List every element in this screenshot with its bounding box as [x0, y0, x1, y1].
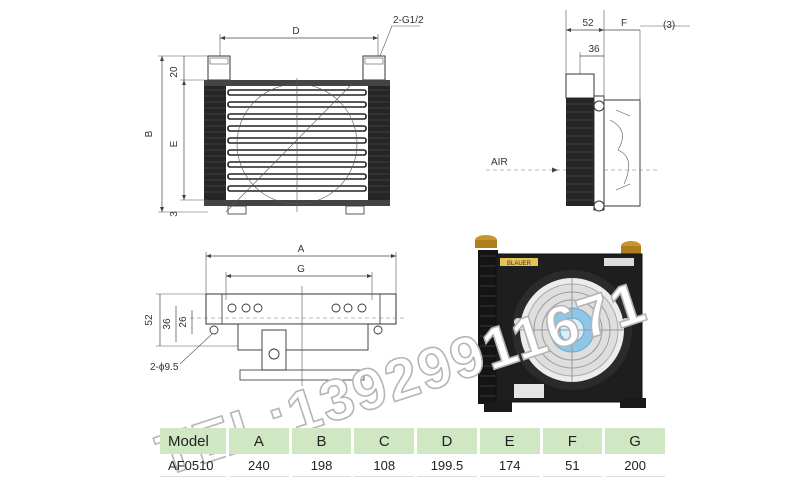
header-d: D — [415, 428, 480, 454]
header-c: C — [352, 428, 418, 454]
dim-3-label: 3 — [169, 211, 180, 217]
cell-g: 200 — [603, 454, 668, 477]
header-a: A — [227, 428, 292, 454]
product-photo: BLAUER — [475, 235, 646, 412]
bottom-view: A G 52 36 26 2-ϕ9.5 — [144, 244, 406, 386]
side-dim-36-label: 36 — [588, 44, 600, 55]
spec-table-header-row: Model A B C D E F G — [160, 428, 668, 454]
cell-d: 199.5 — [415, 454, 480, 477]
dim-d-label: D — [292, 26, 299, 37]
header-f: F — [541, 428, 606, 454]
bottom-dim-a-label: A — [298, 244, 305, 255]
cell-e: 174 — [478, 454, 543, 477]
dim-b-label: B — [144, 130, 155, 137]
side-dim-f-label: F — [621, 18, 627, 29]
side-note-label: (3) — [663, 20, 675, 31]
spec-table: Model A B C D E F G AF0510 240 198 108 1… — [160, 428, 668, 477]
table-row: AF0510 240 198 108 199.5 174 51 200 — [160, 454, 668, 477]
bottom-dim-52-label: 52 — [144, 314, 155, 326]
hole-label: 2-ϕ9.5 — [150, 362, 179, 373]
cell-model: AF0510 — [160, 454, 229, 477]
dim-20-label: 20 — [169, 66, 180, 78]
cell-b: 198 — [290, 454, 355, 477]
cell-c: 108 — [352, 454, 418, 477]
front-view: D 2-G1/2 B 20 E 3 — [144, 15, 424, 217]
brand-label: BLAUER — [507, 261, 532, 267]
bottom-dim-g-label: G — [297, 264, 305, 275]
side-dim-52-label: 52 — [582, 18, 594, 29]
dim-e-label: E — [169, 140, 180, 147]
port-label: 2-G1/2 — [393, 15, 424, 26]
bottom-dim-36-label: 36 — [162, 318, 173, 330]
side-view: 52 F (3) 36 AIR — [486, 10, 690, 212]
air-label: AIR — [491, 157, 508, 168]
cell-a: 240 — [227, 454, 292, 477]
header-model: Model — [160, 428, 229, 454]
header-b: B — [290, 428, 355, 454]
header-e: E — [478, 428, 543, 454]
cell-f: 51 — [541, 454, 606, 477]
bottom-dim-26-label: 26 — [178, 316, 189, 328]
brand-badge — [500, 258, 538, 266]
header-g: G — [603, 428, 668, 454]
